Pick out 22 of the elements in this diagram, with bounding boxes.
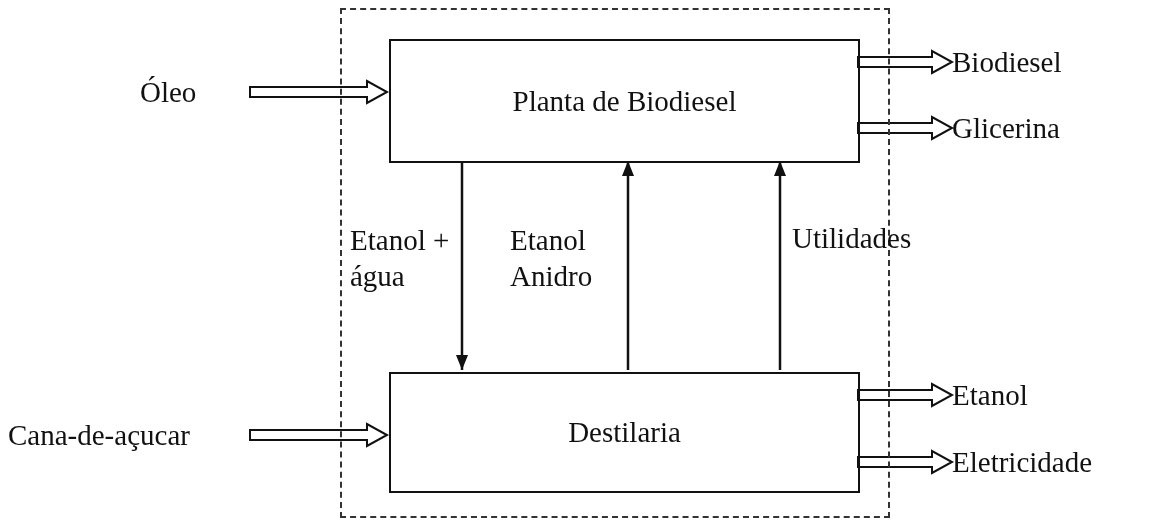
hollow-arrow bbox=[857, 382, 955, 408]
stream-label: Óleo bbox=[140, 75, 197, 109]
process-box bbox=[389, 39, 860, 163]
hollow-arrow bbox=[249, 422, 390, 448]
hollow-arrow bbox=[249, 79, 390, 105]
process-label: Destilaria bbox=[568, 416, 681, 449]
hollow-arrow bbox=[857, 115, 955, 141]
stream-label: Etanol bbox=[952, 378, 1028, 412]
edge-label: Etanol + água bbox=[350, 223, 451, 295]
arrow bbox=[622, 161, 634, 370]
hollow-arrow bbox=[857, 449, 955, 475]
arrow bbox=[456, 161, 468, 370]
hollow-arrow bbox=[857, 49, 955, 75]
process-box bbox=[389, 372, 860, 493]
edge-label: Utilidades bbox=[792, 221, 913, 256]
arrow bbox=[774, 161, 786, 370]
stream-label: Biodiesel bbox=[952, 45, 1062, 79]
edge-label: Etanol Anidro bbox=[510, 223, 594, 295]
stream-label: Eletricidade bbox=[952, 445, 1093, 479]
stream-label: Glicerina bbox=[952, 111, 1060, 145]
stream-label: Cana-de-açucar bbox=[8, 418, 190, 452]
process-label: Planta de Biodiesel bbox=[512, 84, 737, 118]
